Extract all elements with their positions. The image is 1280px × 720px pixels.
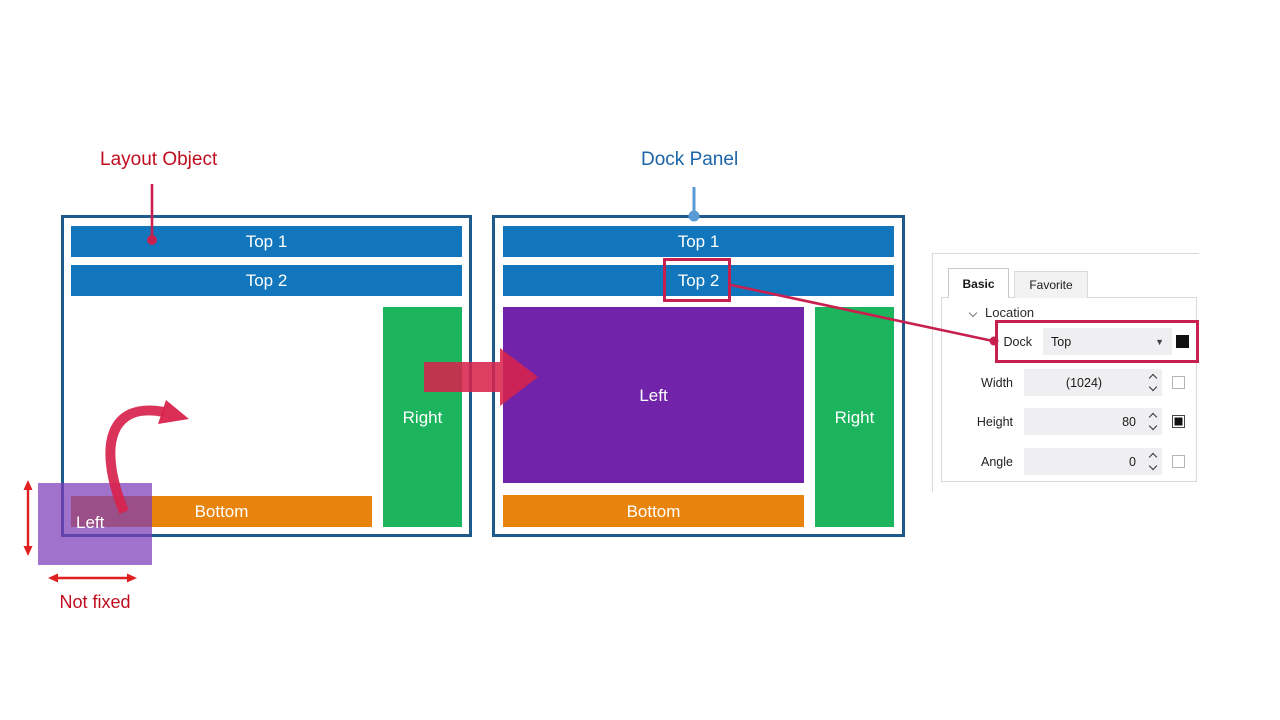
angle-value: 0 <box>1129 454 1136 469</box>
dock-dropdown-value: Top <box>1051 334 1072 349</box>
dock-row-highlight-box <box>995 320 1199 363</box>
height-value: 80 <box>1122 414 1136 429</box>
height-checkbox[interactable] <box>1172 415 1185 428</box>
dropdown-arrow-icon: ▼ <box>1155 336 1164 347</box>
height-spinner[interactable] <box>1144 408 1162 435</box>
tab-basic-label: Basic <box>962 276 995 291</box>
layout-top1-bar: Top 1 <box>71 226 462 257</box>
angle-label: Angle <box>981 455 1013 469</box>
layout-top2-label: Top 2 <box>245 271 288 290</box>
dock-dropdown[interactable]: Top ▼ <box>1043 328 1172 355</box>
location-section-label: Location <box>985 305 1035 320</box>
collapse-chevron-icon <box>968 308 978 317</box>
dock-left-area: Left <box>503 307 804 483</box>
dock-label: Dock <box>1003 335 1032 349</box>
layout-right-label: Right <box>402 407 443 427</box>
layout-top1-label: Top 1 <box>245 232 288 251</box>
not-fixed-label: Not fixed <box>59 592 131 612</box>
spin-down-icon[interactable] <box>1148 461 1158 471</box>
layout-object-title: Layout Object <box>100 149 218 170</box>
width-value: (1024) <box>1065 375 1103 390</box>
angle-spinner[interactable] <box>1144 448 1162 475</box>
dock-top2-label: Top 2 <box>677 271 720 290</box>
dock-bottom-bar: Bottom <box>503 495 804 527</box>
tab-favorite-label: Favorite <box>1029 278 1073 292</box>
horizontal-measure-arrow <box>48 573 137 583</box>
angle-checkbox[interactable] <box>1172 455 1185 468</box>
vertical-measure-arrow <box>23 480 33 556</box>
height-label: Height <box>976 415 1013 429</box>
dock-left-label: Left <box>639 385 668 405</box>
location-section-header[interactable]: Location <box>968 305 1035 320</box>
spin-up-icon[interactable] <box>1148 373 1158 383</box>
dock-panel-title: Dock Panel <box>641 149 739 170</box>
width-field[interactable]: (1024) <box>1024 369 1162 396</box>
spin-up-icon[interactable] <box>1148 452 1158 462</box>
dock-top1-label: Top 1 <box>677 232 720 251</box>
tab-favorite[interactable]: Favorite <box>1014 271 1088 298</box>
spin-down-icon[interactable] <box>1148 382 1158 392</box>
width-spinner[interactable] <box>1144 369 1162 396</box>
layout-top2-bar: Top 2 <box>71 265 462 296</box>
layout-left-label: Left <box>76 513 105 532</box>
dock-right-label: Right <box>834 407 875 427</box>
layout-bottom-label: Bottom <box>194 502 249 521</box>
height-field[interactable]: 80 <box>1024 408 1162 435</box>
layout-left-floating-box: Left <box>38 483 152 565</box>
dock-bottom-label: Bottom <box>626 501 681 521</box>
dock-marker-square[interactable] <box>1176 335 1189 348</box>
top2-highlight-box <box>663 258 731 302</box>
spin-up-icon[interactable] <box>1148 412 1158 422</box>
angle-field[interactable]: 0 <box>1024 448 1162 475</box>
dock-top1-bar: Top 1 <box>503 226 894 257</box>
tab-basic[interactable]: Basic <box>948 268 1009 298</box>
width-label: Width <box>981 376 1013 390</box>
spin-down-icon[interactable] <box>1148 421 1158 431</box>
width-checkbox[interactable] <box>1172 376 1185 389</box>
dock-right-bar: Right <box>815 307 894 527</box>
layout-right-bar: Right <box>383 307 462 527</box>
